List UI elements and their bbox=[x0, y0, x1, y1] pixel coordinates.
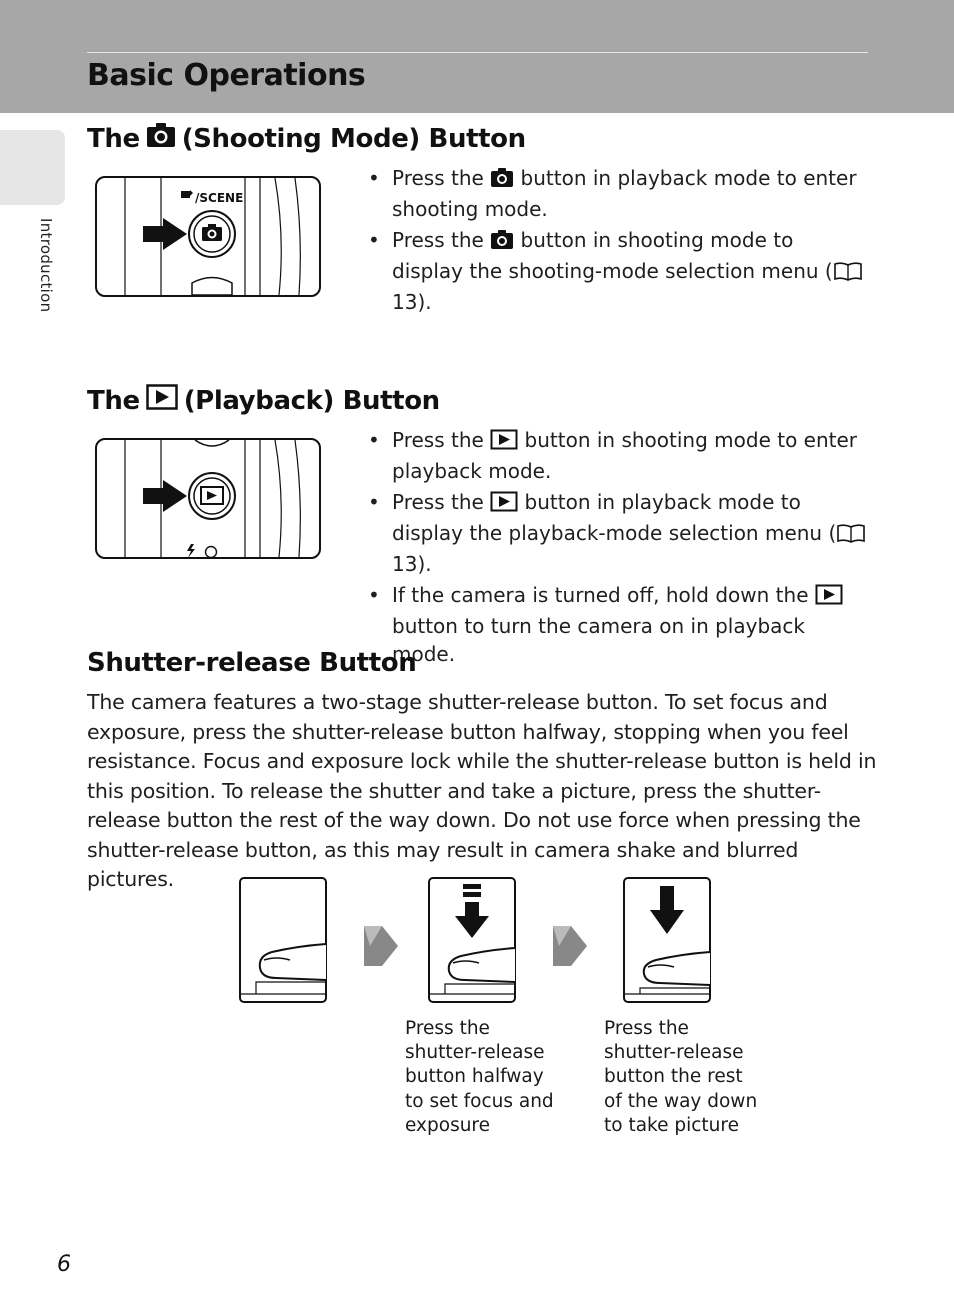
bullet: • bbox=[368, 583, 380, 607]
list-item: • Press the button in playback mode to d… bbox=[368, 488, 868, 578]
scene-label: /SCENE bbox=[195, 191, 243, 205]
bullet: • bbox=[368, 428, 380, 452]
chapter-tab bbox=[0, 130, 65, 205]
heading-suffix: (Shooting Mode) Button bbox=[181, 123, 526, 154]
shutter-step-released bbox=[238, 876, 330, 1010]
section-heading-playback: The (Playback) Button bbox=[87, 384, 440, 417]
book-icon bbox=[833, 260, 863, 288]
heading-suffix: (Playback) Button bbox=[183, 385, 441, 416]
shutter-step-halfway bbox=[427, 876, 519, 1010]
shutter-paragraph: The camera features a two-stage shutter-… bbox=[87, 690, 877, 891]
arrow-right-icon bbox=[360, 918, 402, 978]
bullet: • bbox=[368, 166, 380, 190]
list-item: • If the camera is turned off, hold down… bbox=[368, 581, 868, 668]
camera-icon bbox=[490, 167, 514, 195]
shooting-bullet-list: • Press the button in playback mode to e… bbox=[368, 164, 868, 319]
playback-icon bbox=[145, 384, 178, 417]
list-item: • Press the button in playback mode to e… bbox=[368, 166, 857, 221]
playback-button-illustration bbox=[95, 438, 321, 566]
shutter-step-full bbox=[622, 876, 714, 1010]
arrow-right-icon bbox=[549, 918, 591, 978]
chapter-header-band bbox=[0, 0, 954, 113]
playback-bullet-list: • Press the button in shooting mode to e… bbox=[368, 426, 868, 671]
caption-full: Press the shutter-release button the res… bbox=[604, 1018, 758, 1136]
page-number: 6 bbox=[57, 1252, 71, 1277]
playback-icon bbox=[490, 491, 518, 519]
book-icon bbox=[836, 522, 866, 550]
playback-icon bbox=[815, 584, 843, 612]
section-heading-shutter: Shutter-release Button bbox=[87, 648, 417, 678]
list-item: • Press the button in shooting mode to e… bbox=[368, 428, 858, 483]
list-item: • Press the button in shooting mode to d… bbox=[368, 226, 868, 316]
chapter-side-label: Introduction bbox=[37, 218, 55, 313]
shooting-button-illustration: /SCENE bbox=[95, 176, 321, 304]
camera-icon bbox=[146, 122, 176, 155]
caption-halfway: Press the shutter-release button halfway… bbox=[405, 1018, 554, 1136]
bullet: • bbox=[368, 490, 380, 514]
section-heading-shooting: The (Shooting Mode) Button bbox=[87, 122, 526, 155]
camera-icon bbox=[490, 229, 514, 257]
heading-prefix: The bbox=[87, 385, 140, 416]
heading-prefix: The bbox=[87, 123, 140, 154]
chapter-title: Basic Operations bbox=[87, 58, 366, 93]
bullet: • bbox=[368, 228, 380, 252]
playback-icon bbox=[490, 429, 518, 457]
header-rule bbox=[87, 52, 868, 53]
